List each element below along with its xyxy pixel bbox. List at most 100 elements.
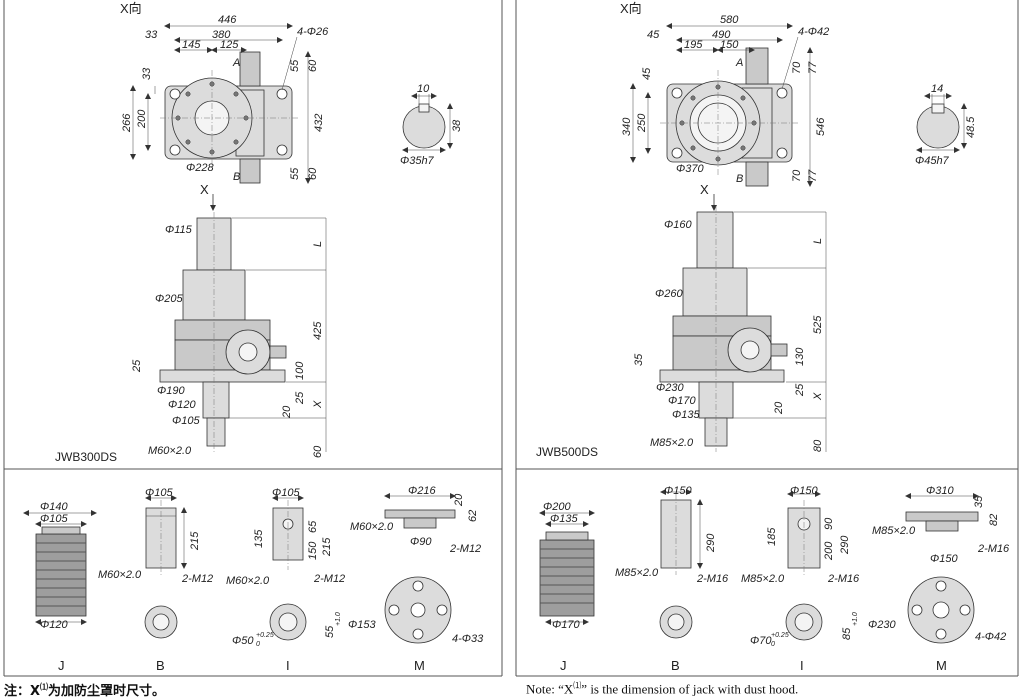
dim-B-tap-r: 2-M16: [696, 573, 729, 585]
dim-I-290: 290: [839, 535, 851, 555]
dim-I-tol0: 0: [256, 641, 260, 648]
base-plate: [159, 369, 286, 383]
label-M-r: M: [936, 658, 947, 673]
dim-I-55: 55: [324, 625, 336, 638]
dim-425: 425: [312, 321, 324, 340]
dim-266: 266: [121, 113, 133, 133]
label-b: B: [233, 171, 240, 183]
end-fitting-b-r: [660, 499, 692, 569]
model-name: JWB300DS: [55, 450, 117, 464]
svg-text:X: X: [700, 182, 709, 197]
dim-M-62: 62: [467, 510, 479, 522]
dim-J-d200: Φ200: [543, 501, 571, 513]
model-name-r: JWB500DS: [536, 445, 598, 459]
dim-33v: 33: [141, 67, 153, 80]
dust-hood-bellows-r: [539, 539, 595, 617]
mounting-holes: [169, 88, 288, 156]
dim-d370: Φ370: [676, 163, 704, 175]
dim-35: 35: [633, 353, 645, 366]
dim-d260: Φ260: [655, 288, 683, 300]
dim-d135: Φ135: [672, 409, 700, 421]
label-I: I: [286, 658, 290, 673]
view-x-label-r: X向: [620, 1, 642, 16]
label-B: B: [156, 658, 165, 673]
accessory-J: Φ140 Φ105 Φ120 J: [23, 501, 97, 673]
dim-M-d216: Φ216: [408, 485, 436, 497]
label-I-r: I: [800, 658, 804, 673]
dim-I-150: 150: [307, 541, 319, 560]
dim-125: 125: [220, 39, 239, 51]
dim-I-90: 90: [823, 517, 835, 530]
flange-plate-m: [384, 509, 456, 519]
dim-X-r: X: [812, 392, 824, 401]
dim-145: 145: [182, 39, 201, 51]
dim-380: 380: [212, 29, 231, 41]
dim-d205: Φ205: [155, 293, 183, 305]
dim-25a: 25: [131, 359, 143, 373]
dim-d105: Φ105: [172, 415, 200, 427]
dim-I-65: 65: [307, 520, 319, 533]
dim-340: 340: [621, 117, 633, 136]
dim-L-r: L: [812, 238, 824, 244]
screw-thread: [206, 417, 226, 447]
left-sheet-frame: [3, 0, 503, 677]
dim-I-200: 200: [823, 541, 835, 561]
dim-80: 80: [812, 439, 824, 452]
dim-580: 580: [720, 14, 739, 26]
dim-I-tap: 2-M12: [313, 573, 345, 585]
dim-B-215: 215: [189, 531, 201, 551]
dim-446: 446: [218, 14, 237, 26]
flange-bolts: [175, 81, 249, 155]
dim-B-tap: 2-M12: [181, 573, 213, 585]
dim-J-d135: Φ135: [550, 513, 578, 525]
dim-M-d150: Φ150: [930, 553, 958, 565]
dust-hood-bellows: [35, 533, 87, 617]
accessory-M-r: Φ310 35 82 M85×2.0 Φ150 2-M16 Φ230 4-Φ42…: [868, 485, 1010, 673]
dim-I-d70: Φ70: [750, 635, 772, 647]
dim-I-185: 185: [766, 527, 778, 546]
dim-I-d105: Φ105: [272, 487, 300, 499]
label-a: A: [232, 57, 240, 69]
accessory-I: Φ105 135 65 150 215 M60×2.0 2-M12 Φ50 +0…: [226, 487, 345, 673]
dim-d115: Φ115: [165, 224, 193, 236]
dim-M-82: 82: [988, 514, 1000, 526]
dim-60b: 60: [307, 167, 319, 180]
right-sheet-frame: [515, 0, 1019, 677]
dim-525: 525: [812, 315, 824, 334]
dim-M-tap-r: 2-M16: [977, 543, 1010, 555]
lifting-screw-r: [696, 211, 734, 269]
dim-200: 200: [136, 109, 148, 129]
accessory-B-r: Φ150 290 M85×2.0 2-M16 B: [615, 485, 729, 673]
label-b-r: B: [736, 173, 743, 185]
dim-L: L: [312, 241, 324, 247]
protection-tube-r: [682, 267, 748, 317]
dim-I-d150: Φ150: [790, 485, 818, 497]
dim-M-tap: 2-M12: [449, 543, 481, 555]
dim-M-d153: Φ153: [348, 619, 376, 631]
dim-M-d90: Φ90: [410, 536, 432, 548]
dim-77b: 77: [807, 169, 819, 182]
dim-546: 546: [815, 117, 827, 136]
dim-M-35: 35: [973, 495, 985, 508]
note-english: Note: “X⑴” is the dimension of jack with…: [526, 681, 799, 697]
dim-I-tap-r: 2-M16: [827, 573, 860, 585]
view-x-label: X向: [120, 1, 142, 16]
label-a-r: A: [735, 57, 743, 69]
dim-d190: Φ190: [157, 385, 185, 397]
dim-I-tol0-r: 0: [771, 641, 775, 648]
dim-55a: 55: [289, 59, 301, 72]
worm-shaft-end: [269, 345, 287, 359]
accessory-J-r: Φ200 Φ135 Φ170 J: [539, 501, 595, 673]
dim-I-135: 135: [253, 529, 265, 548]
dim-20: 20: [281, 405, 293, 419]
dim-25-r: 25: [794, 383, 806, 397]
dim-M-thread: M60×2.0: [350, 521, 394, 533]
input-shaft-b: [239, 158, 261, 184]
dim-100: 100: [294, 361, 306, 380]
dim-d228: Φ228: [186, 162, 214, 174]
dim-77a: 77: [807, 61, 819, 74]
flange-plate-m-r: [905, 511, 979, 522]
dim-M-d230: Φ230: [868, 619, 896, 631]
dim-I-d50: Φ50: [232, 635, 254, 647]
